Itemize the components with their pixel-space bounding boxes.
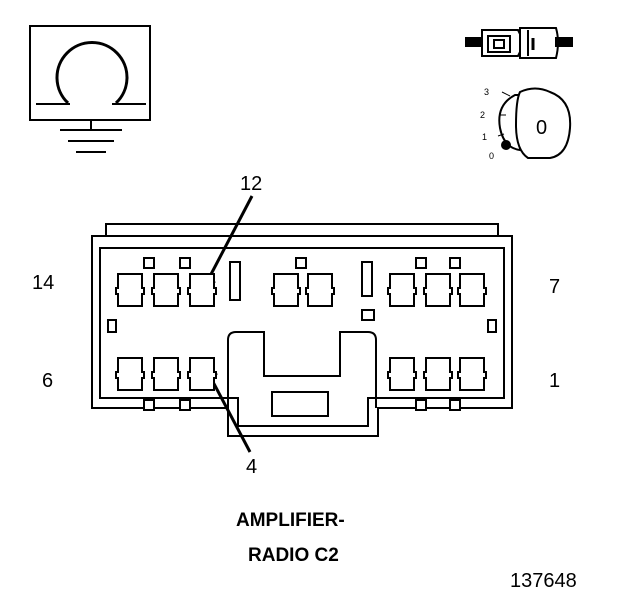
cavity-row-top: [115, 273, 487, 307]
key-position-1: 1: [482, 132, 488, 142]
key-position-2: 2: [480, 110, 486, 120]
pin-label-14: 14: [32, 272, 55, 294]
diagram-title-line1: AMPLIFIER-: [236, 510, 345, 531]
diagram-title-line2: RADIO C2: [248, 545, 339, 566]
pin-label-7: 7: [549, 276, 561, 298]
cavity-row-bottom: [115, 357, 487, 391]
key-position-3: 3: [484, 87, 490, 97]
figure-number: 137648: [510, 570, 577, 592]
latch-tabs: [143, 257, 461, 411]
pin-label-1: 1: [549, 370, 561, 392]
ground-symbol-icon: [29, 25, 151, 153]
key-head-label: 0: [536, 117, 548, 139]
key-position-0: 0: [489, 151, 495, 161]
connector-housing: [91, 223, 513, 437]
ignition-key-icon: [497, 87, 572, 159]
callout-label-12: 12: [240, 173, 263, 195]
connector-plug-icon: [465, 27, 573, 59]
pin-label-6: 6: [42, 370, 54, 392]
callout-label-4: 4: [246, 456, 258, 478]
